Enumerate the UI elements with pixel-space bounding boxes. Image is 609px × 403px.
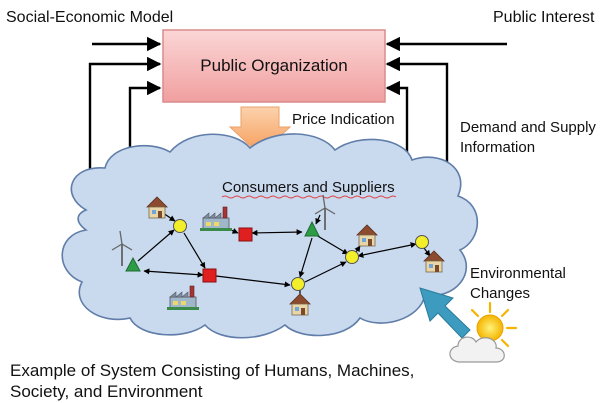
yellow-circle-node (173, 219, 187, 233)
house-icon (146, 196, 168, 219)
green-triangle-node (304, 220, 320, 237)
red-square-node (202, 268, 217, 283)
environmental-changes-label-line2: Changes (470, 285, 530, 302)
house-icon (356, 224, 378, 247)
house-icon (423, 250, 445, 273)
caption-line1: Example of System Consisting of Humans, … (10, 361, 415, 380)
factory-icon (167, 285, 199, 310)
demand-supply-label-line1: Demand and Supply (460, 119, 596, 136)
house-icon (289, 293, 311, 316)
social-economic-model-label: Social-Economic Model (6, 9, 173, 26)
yellow-circle-node (345, 250, 359, 264)
wind-turbine-icon (111, 230, 133, 266)
price-indication-label: Price Indication (292, 111, 395, 128)
public-organization-label: Public Organization (200, 56, 347, 75)
cloud-shape (61, 133, 479, 339)
green-triangle-node (125, 256, 141, 272)
red-square-node (238, 227, 253, 242)
figure-caption: Example of System Consisting of Humans, … (10, 360, 470, 402)
yellow-circle-node (291, 277, 305, 291)
caption-line2: Society, and Environment (10, 382, 203, 401)
factory-icon (200, 206, 232, 231)
environmental-changes-arrow (419, 287, 471, 339)
wind-turbine-icon (314, 194, 336, 230)
spellcheck-underline (221, 195, 397, 199)
consumers-suppliers-label: Consumers and Suppliers (222, 179, 395, 196)
public-interest-label: Public Interest (493, 9, 595, 26)
demand-supply-label-line2: Information (460, 139, 535, 156)
public-organization-box (162, 29, 386, 103)
yellow-circle-node (415, 235, 429, 249)
sun-cloud-icon (449, 301, 518, 363)
environmental-changes-label-line1: Environmental (470, 265, 566, 282)
